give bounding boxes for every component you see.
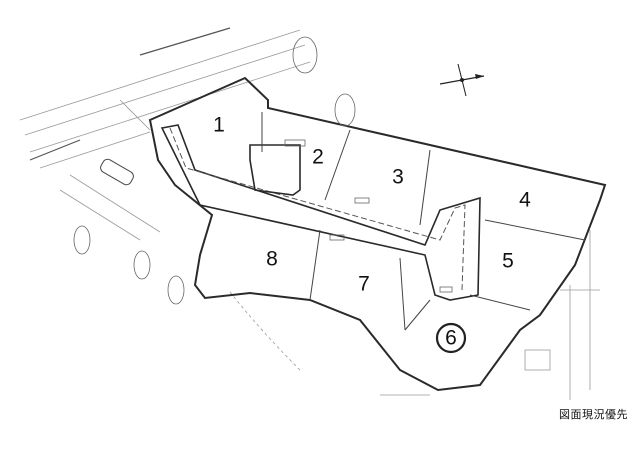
lot2-notch: [249, 144, 301, 196]
lot-1-label: 1: [213, 114, 225, 137]
private-road: [160, 124, 481, 301]
lot-4-label: 4: [519, 189, 531, 212]
road-dimension-ticks: [29, 27, 231, 161]
lot-3-label: 3: [392, 166, 404, 189]
site-boundary: [148, 76, 607, 392]
plan-caption: 図面現況優先: [559, 408, 628, 421]
private-road-centerline: [169, 127, 466, 291]
lot-8-label: 8: [266, 248, 278, 271]
lot-5-label: 5: [502, 250, 514, 273]
compass-rose-icon: [439, 63, 485, 97]
survey-annotations: [73, 36, 453, 305]
road-lines: [19, 29, 600, 400]
lot-6-highlight-ring: [435, 322, 467, 354]
lot-6-label: 6: [445, 327, 457, 350]
lot-7-label: 7: [358, 273, 370, 296]
lot-2-label: 2: [312, 146, 324, 169]
lot-labels: 1 2 3 4 5 6 7 8: [213, 114, 531, 354]
lot-dividers: [261, 112, 586, 331]
car-sketch: [100, 158, 134, 186]
